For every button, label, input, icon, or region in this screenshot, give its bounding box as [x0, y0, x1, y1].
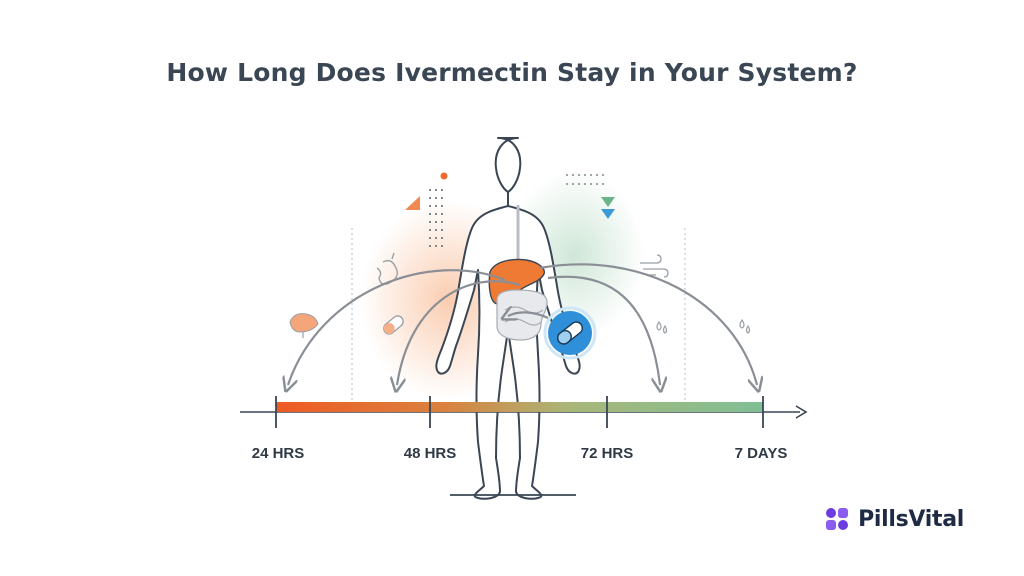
tick-label-72hrs: 72 HRS [581, 445, 634, 462]
droplets-icon-center [656, 320, 668, 334]
arrow-to-7days [539, 263, 757, 385]
capsule-icon [543, 306, 597, 360]
timeline-arrowhead [795, 405, 808, 419]
brand-logo: PillsVital [824, 506, 964, 532]
orange-triangle [405, 196, 420, 210]
arrow-to-72hrs [547, 275, 660, 385]
dot-grid-left [429, 189, 443, 247]
elimination-arrows [288, 263, 757, 385]
orange-dot [440, 172, 448, 180]
droplets-icon-right [739, 318, 751, 334]
arrow-inner [508, 312, 549, 318]
tick-label-24hrs: 24 HRS [252, 445, 305, 462]
blue-triangle [601, 209, 615, 219]
page-title: How Long Does Ivermectin Stay in Your Sy… [166, 58, 858, 87]
arrow-to-24hrs [288, 269, 506, 385]
arrow-to-48hrs [397, 280, 521, 385]
timeline-bar [276, 402, 763, 412]
tick-label-7days: 7 DAYS [735, 445, 788, 462]
liver-icon-left [289, 313, 319, 338]
brand-name: PillsVital [858, 506, 964, 532]
timeline-ticks [275, 396, 764, 428]
pillsvital-logo-icon [826, 508, 849, 530]
tick-label-48hrs: 48 HRS [404, 445, 457, 462]
dot-row-right [566, 174, 604, 185]
green-triangle [601, 197, 615, 207]
pill-icon [383, 315, 404, 335]
